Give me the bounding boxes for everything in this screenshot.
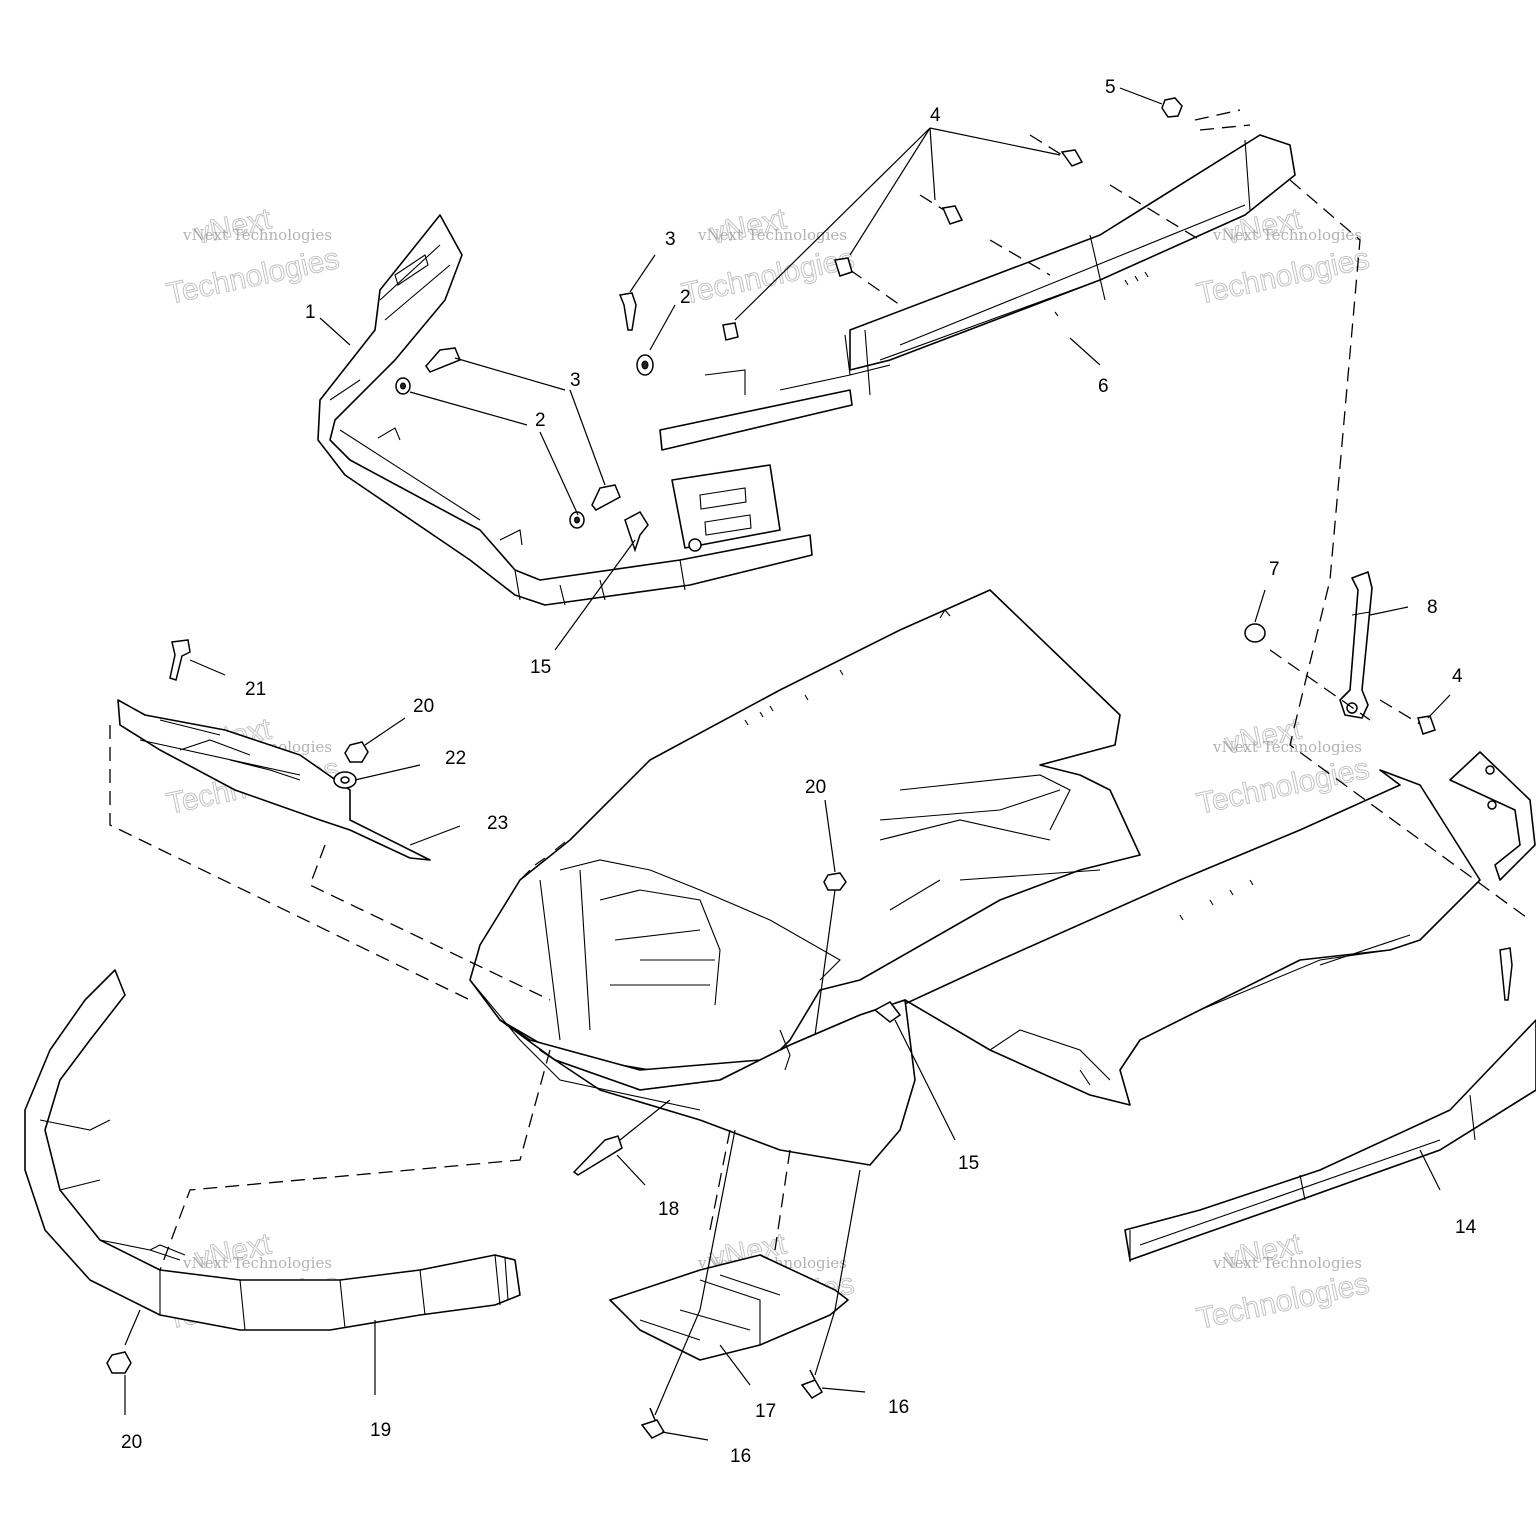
callout-23: 23 <box>487 813 508 834</box>
callout-18: 18 <box>658 1199 679 1220</box>
leader-lines <box>124 87 1451 1441</box>
main-hood-body <box>469 589 1481 1166</box>
part-6-upper-crossbar <box>844 134 1296 396</box>
callout-4: 4 <box>930 105 941 126</box>
watermark-text: Technologies <box>164 242 342 311</box>
callout-8: 8 <box>1427 597 1438 618</box>
watermark-text: Technologies <box>1194 1267 1372 1336</box>
watermark-text: vNext Technologies <box>182 1254 332 1272</box>
watermark-text: vNext Technologies <box>1212 226 1362 244</box>
callout-6: 6 <box>1098 376 1109 397</box>
right-small-bracket <box>1449 751 1536 881</box>
part-1-left-bracket <box>317 214 853 606</box>
callout-labels: 1 2 2 3 3 4 4 5 6 7 8 14 15 15 16 16 17 … <box>121 77 1477 1467</box>
callout-20: 20 <box>805 777 826 798</box>
part-19-left-rail <box>24 969 521 1331</box>
callout-15: 15 <box>958 1153 979 1174</box>
part-8-stay-rod <box>1339 571 1373 719</box>
callout-2: 2 <box>680 287 691 308</box>
callout-16: 16 <box>730 1446 751 1467</box>
part-23-left-panel <box>117 699 431 861</box>
watermark-text: Technologies <box>679 242 857 311</box>
callout-20: 20 <box>121 1432 142 1453</box>
watermark-text: Technologies <box>1194 242 1372 311</box>
assembly-lines <box>109 109 1531 1271</box>
watermark-text: vNext Technologies <box>1212 1254 1362 1272</box>
callout-3: 3 <box>665 229 676 250</box>
watermark-mid-right: Technologies vNext <box>1193 712 1372 822</box>
callout-22: 22 <box>445 748 466 769</box>
callout-16: 16 <box>888 1397 909 1418</box>
callout-5: 5 <box>1105 77 1116 98</box>
callout-1: 1 <box>305 302 316 323</box>
callout-3: 3 <box>570 370 581 391</box>
watermark-text: vNext Technologies <box>182 226 332 244</box>
callout-17: 17 <box>755 1401 776 1422</box>
watermark-text: vNext Technologies <box>697 226 847 244</box>
callout-4: 4 <box>1452 666 1463 687</box>
part-17-skid-plate <box>609 1254 849 1361</box>
watermark-text: vNext Technologies <box>1212 738 1362 756</box>
callout-19: 19 <box>370 1420 391 1441</box>
hardware <box>106 97 1513 1439</box>
callout-14: 14 <box>1455 1217 1477 1238</box>
callout-2: 2 <box>535 410 546 431</box>
watermark-top-left: Technologies vNext <box>163 202 342 312</box>
callout-21: 21 <box>245 679 266 700</box>
callout-20: 20 <box>413 696 434 717</box>
callout-7: 7 <box>1269 559 1280 580</box>
part-14-right-rail <box>1124 1019 1536 1262</box>
callout-15: 15 <box>530 657 551 678</box>
watermark-bottom-right: Technologies vNext <box>1193 1227 1372 1337</box>
